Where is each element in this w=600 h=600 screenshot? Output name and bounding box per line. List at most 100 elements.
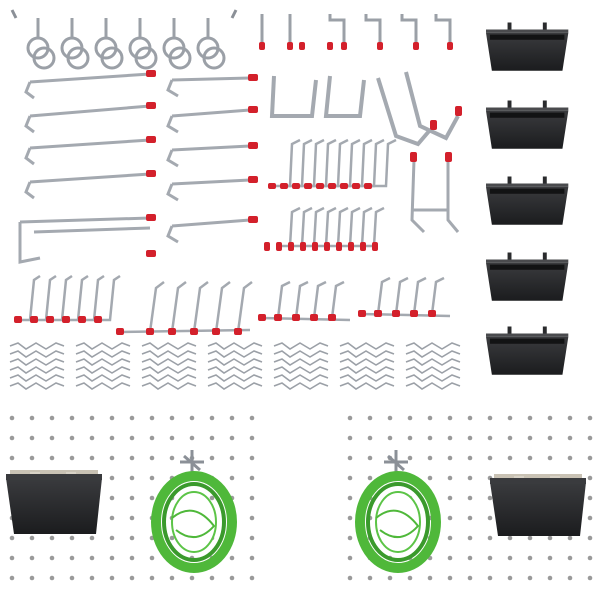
u-hooks	[269, 71, 460, 147]
spring-lock-clip	[9, 358, 65, 366]
pegboard-hole	[487, 535, 493, 541]
pegboard-hole	[69, 555, 75, 561]
pegboard-hole	[367, 475, 373, 481]
spring-lock-clip	[339, 350, 395, 358]
pegboard-hole	[109, 555, 115, 561]
spring-lock-clip	[273, 366, 329, 374]
pegboard-hole	[109, 475, 115, 481]
pegboard-hole	[407, 455, 413, 461]
pegboard-hole	[229, 415, 235, 421]
pegboard-hole	[527, 415, 533, 421]
pegboard-hole	[487, 555, 493, 561]
green-wire-coil-left	[151, 450, 237, 573]
pegboard-hole	[527, 455, 533, 461]
pegboard-hole	[367, 415, 373, 421]
pegboard-hole	[567, 575, 573, 581]
spring-lock-clip	[9, 366, 65, 374]
l-hooks	[18, 274, 451, 334]
pegboard-hole	[29, 535, 35, 541]
pegboard-hole	[69, 435, 75, 441]
spring-lock-clip	[273, 350, 329, 358]
pegboard-hole	[347, 475, 353, 481]
pegboard-hole	[587, 415, 593, 421]
pegboard-hole	[587, 435, 593, 441]
pegboard-hole	[547, 455, 553, 461]
spring-lock-clip	[405, 342, 461, 350]
pegboard-hole	[149, 575, 155, 581]
pegboard-hole	[467, 415, 473, 421]
pegboard-hole	[209, 495, 215, 501]
pegboard-hole	[527, 435, 533, 441]
pegboard-hole	[29, 575, 35, 581]
pegboard-hole	[109, 495, 115, 501]
pegboard-hole	[567, 435, 573, 441]
spring-lock-clip	[141, 342, 197, 350]
pegboard-hole	[347, 455, 353, 461]
pegboard-hole	[407, 435, 413, 441]
pegboard-hole	[367, 435, 373, 441]
spring-lock-clip	[405, 382, 461, 390]
spring-lock-clip	[9, 350, 65, 358]
pegboard-hole	[567, 415, 573, 421]
spring-lock-clip	[141, 350, 197, 358]
spring-lock-clip	[339, 342, 395, 350]
pegboard-hole	[89, 415, 95, 421]
pegboard-hole	[49, 535, 55, 541]
pegboard-hole	[229, 555, 235, 561]
pegboard-hole	[149, 455, 155, 461]
pegboard-hole	[427, 475, 433, 481]
pegboard-hole	[467, 435, 473, 441]
pegboard-hole	[109, 455, 115, 461]
pegboard-hole	[129, 455, 135, 461]
pegboard-hole	[189, 435, 195, 441]
pegboard-hole	[29, 415, 35, 421]
pegboard-hole	[567, 535, 573, 541]
spring-lock-clip	[75, 358, 131, 366]
tool-holder	[410, 159, 460, 234]
pegboard-hole	[129, 475, 135, 481]
pegboard-hole	[467, 495, 473, 501]
spring-lock-clip	[273, 342, 329, 350]
pegboard-hole	[587, 515, 593, 521]
pegboard-hole	[587, 575, 593, 581]
pegboard-hole	[149, 415, 155, 421]
pegboard-hole	[427, 575, 433, 581]
j-hooks	[270, 138, 397, 188]
pegboard-hole	[129, 575, 135, 581]
spring-lock-clip	[75, 382, 131, 390]
pegboard-hole	[347, 555, 353, 561]
pegboard-hole	[169, 575, 175, 581]
pegboard-hole	[487, 495, 493, 501]
spring-lock-clip	[339, 374, 395, 382]
pegboard-hole	[229, 575, 235, 581]
pegboard-hole	[447, 555, 453, 561]
spring-lock-clip	[141, 374, 197, 382]
pegboard-hole	[347, 575, 353, 581]
pegboard-hole	[9, 415, 15, 421]
pegboard-hole	[29, 555, 35, 561]
pegboard-hole	[9, 555, 15, 561]
spring-lock-clip	[141, 358, 197, 366]
pegboard-hole	[407, 415, 413, 421]
pegboard-hole	[447, 475, 453, 481]
pegboard-hole	[487, 435, 493, 441]
pegboard-hole	[69, 575, 75, 581]
pegboard-hole	[89, 555, 95, 561]
spring-lock-clip	[9, 382, 65, 390]
spring-lock-clip	[75, 350, 131, 358]
pegboard-hole	[507, 575, 513, 581]
pegboard-hole	[347, 435, 353, 441]
pegboard-hole	[209, 575, 215, 581]
pegboard-hole	[49, 555, 55, 561]
pegboard-hole	[487, 455, 493, 461]
pegboard-hole	[29, 455, 35, 461]
pegboard-hole	[129, 415, 135, 421]
pegboard-hole	[487, 415, 493, 421]
storage-bins	[486, 22, 569, 375]
pegboard-hole	[427, 435, 433, 441]
pegboard-hole	[109, 575, 115, 581]
pegboard-hole	[149, 495, 155, 501]
pegboard-hole	[169, 455, 175, 461]
spring-lock-clip	[405, 358, 461, 366]
